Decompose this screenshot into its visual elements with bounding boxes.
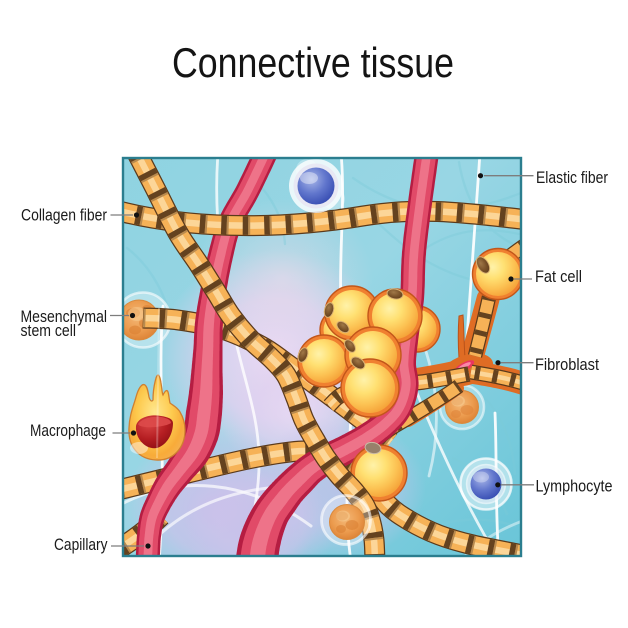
svg-text:Fat cell: Fat cell <box>535 267 582 286</box>
svg-text:Connective tissue: Connective tissue <box>172 39 454 86</box>
svg-text:Macrophage: Macrophage <box>30 421 106 440</box>
svg-text:Elastic fiber: Elastic fiber <box>536 168 608 187</box>
svg-text:Capillary: Capillary <box>54 535 108 554</box>
svg-text:Lymphocyte: Lymphocyte <box>536 477 613 496</box>
svg-text:Fibroblast: Fibroblast <box>535 355 599 374</box>
svg-text:stem cell: stem cell <box>21 321 77 340</box>
svg-text:Mesenchymal: Mesenchymal <box>21 307 108 326</box>
svg-text:Collagen fiber: Collagen fiber <box>21 206 107 225</box>
